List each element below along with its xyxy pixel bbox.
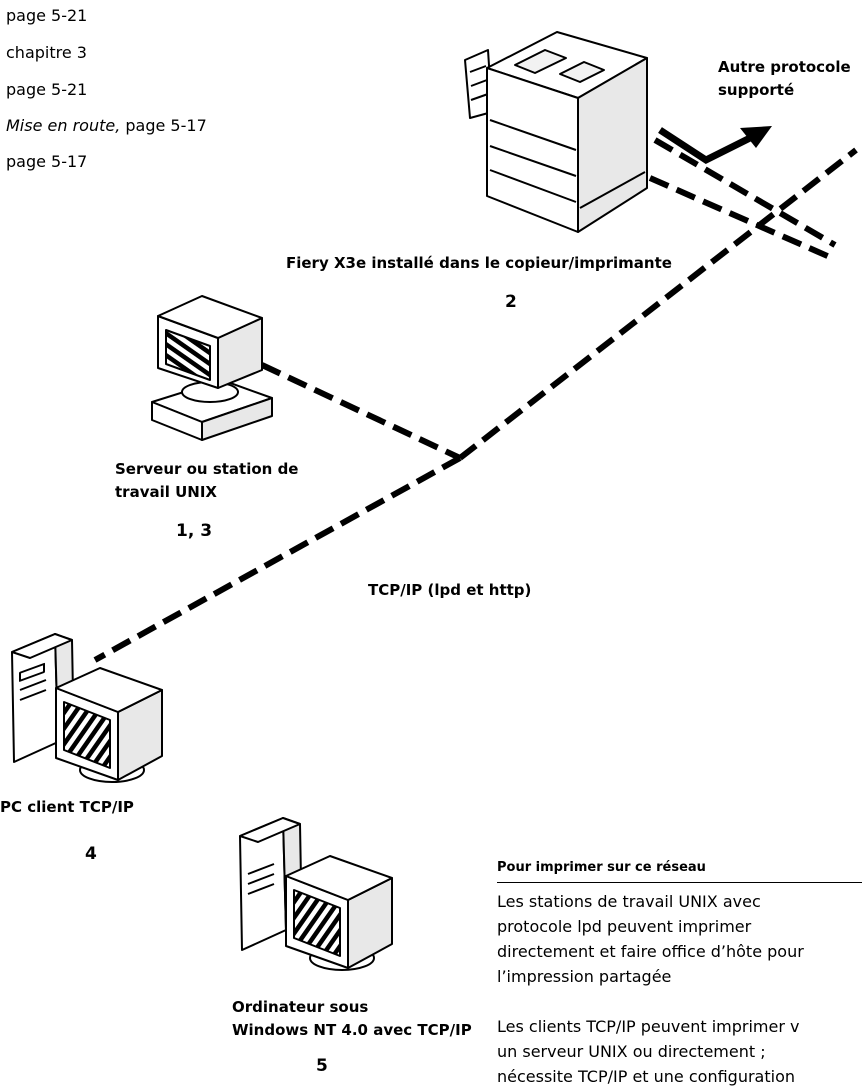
nt-label-line-2: Windows NT 4.0 avec TCP/IP xyxy=(232,1021,472,1039)
unix-label: Serveur ou station de travail UNIX xyxy=(115,458,298,504)
reference-line-4: Mise en route, page 5-17 xyxy=(6,118,207,134)
unix-workstation-icon xyxy=(151,295,273,441)
reference-line-5: page 5-17 xyxy=(6,152,88,171)
pc-client-number: 4 xyxy=(85,844,97,864)
network-label: TCP/IP (lpd et http) xyxy=(368,581,532,599)
reference-line-2: chapitre 3 xyxy=(6,43,87,62)
reference-italic-title: Mise en route, xyxy=(6,116,121,135)
panel-paragraph-2: Les clients TCP/IP peuvent imprimer v un… xyxy=(497,1014,862,1089)
network-cables xyxy=(93,137,858,663)
reference-line-1: page 5-21 xyxy=(6,6,88,25)
windows-nt-computer-icon xyxy=(239,817,393,971)
other-protocol-label-line-2: supporté xyxy=(718,81,795,99)
cable-pc-client xyxy=(93,455,462,663)
panel-p1-line-2: protocole lpd peuvent imprimer xyxy=(497,917,752,936)
panel-p1-line-1: Les stations de travail UNIX avec xyxy=(497,892,761,911)
panel-p1-line-3: directement et faire office d’hôte pour xyxy=(497,942,804,961)
nt-label: Ordinateur sous Windows NT 4.0 avec TCP/… xyxy=(232,996,472,1042)
other-protocol-label-line-1: Autre protocole xyxy=(718,58,851,76)
panel-divider xyxy=(497,882,862,883)
panel-title: Pour imprimer sur ce réseau xyxy=(497,860,706,875)
cable-printer-2 xyxy=(648,175,834,261)
cable-unix xyxy=(260,362,462,461)
pc-client-icon xyxy=(11,633,163,783)
panel-p2-line-2: un serveur UNIX ou directement ; xyxy=(497,1042,766,1061)
reference-page: page 5-17 xyxy=(120,116,207,135)
other-protocol-label: Autre protocole supporté xyxy=(718,56,851,102)
pc-client-label: PC client TCP/IP xyxy=(0,798,134,816)
unix-number: 1, 3 xyxy=(176,521,213,541)
unix-label-line-1: Serveur ou station de xyxy=(115,460,299,478)
cable-printer-1 xyxy=(653,137,837,248)
panel-p2-line-3: nécessite TCP/IP et une configuration xyxy=(497,1067,795,1086)
other-protocol-arrow xyxy=(658,126,772,165)
printer-copier-icon xyxy=(464,31,648,233)
reference-line-3: page 5-21 xyxy=(6,80,88,99)
panel-p2-line-1: Les clients TCP/IP peuvent imprimer v xyxy=(497,1017,800,1036)
panel-p1-line-4: l’impression partagée xyxy=(497,967,672,986)
cable-backbone xyxy=(458,147,858,461)
nt-number: 5 xyxy=(316,1056,328,1076)
nt-label-line-1: Ordinateur sous xyxy=(232,998,369,1016)
panel-paragraph-1: Les stations de travail UNIX avec protoc… xyxy=(497,889,862,989)
unix-label-line-2: travail UNIX xyxy=(115,483,217,501)
fiery-label: Fiery X3e installé dans le copieur/impri… xyxy=(286,254,672,272)
fiery-number: 2 xyxy=(505,292,517,312)
